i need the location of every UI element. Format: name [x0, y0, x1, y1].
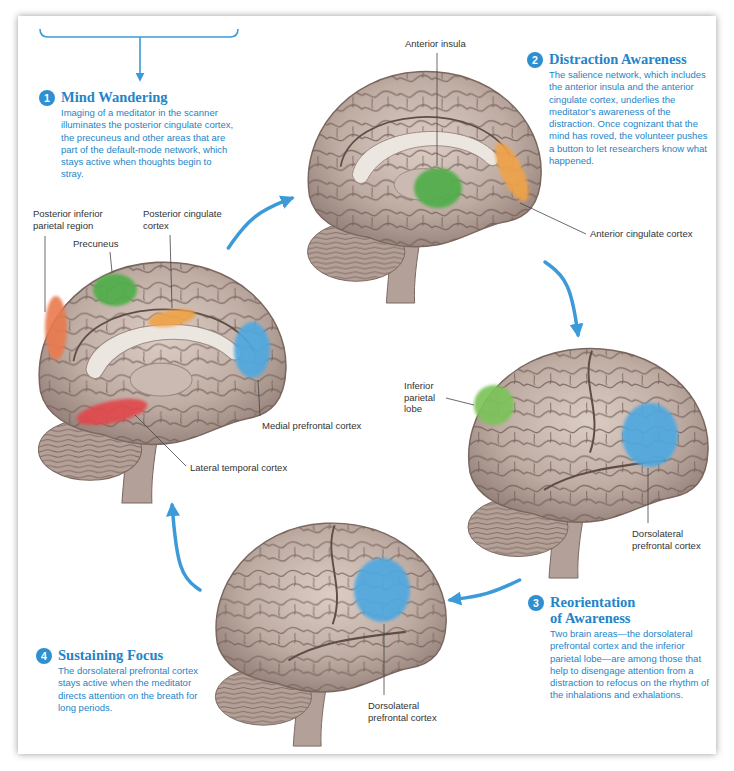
region-label: Anterior insula — [405, 38, 495, 50]
step-caption: Sustaining FocusThe dorsolateral prefron… — [36, 647, 208, 714]
label-holder: Posterior inferior parietal region — [33, 208, 119, 231]
step-caption: Distraction AwarenessThe salience networ… — [527, 51, 714, 167]
leader-line — [384, 624, 385, 695]
brain-figure: Inferior parietal lobeDorsolateral prefr… — [452, 335, 712, 580]
precuneus-area — [93, 274, 137, 306]
callout-number-circle: 1 — [39, 90, 55, 106]
brain-figure: Anterior insulaAnterior cingulate cortex — [292, 58, 545, 305]
cycle-arrow — [172, 505, 200, 590]
cycle-arrow — [450, 580, 520, 600]
entry-arrow — [139, 37, 141, 80]
callout-number-circle: 4 — [36, 648, 52, 664]
medial-prefrontal-area — [234, 322, 270, 378]
bracket-line — [40, 29, 238, 37]
leader-line — [446, 398, 474, 405]
label-holder: Posterior cingulate cortex — [143, 208, 227, 231]
leader-line — [135, 415, 186, 466]
callout-number: 4 — [41, 648, 47, 664]
leader-line — [648, 468, 649, 523]
region-label: Medial prefrontal cortex — [262, 420, 382, 432]
region-label: Lateral temporal cortex — [190, 462, 315, 474]
dorsolateral-prefrontal-area — [354, 558, 410, 622]
callout-number-circle: 2 — [527, 52, 543, 68]
label-holder: Medial prefrontal cortex — [262, 420, 382, 432]
callout-number: 1 — [44, 90, 50, 106]
callout-number: 2 — [532, 52, 538, 68]
posterior-cingulate-area — [147, 306, 197, 330]
cycle-arrow — [545, 262, 578, 335]
step-caption: Reorientation of AwarenessTwo brain area… — [528, 594, 712, 702]
label-holder: Dorsolateral prefrontal cortex — [368, 700, 452, 723]
label-holder: Dorsolateral prefrontal cortex — [632, 528, 714, 551]
brain-figure: Posterior inferior parietal regionPoster… — [22, 248, 290, 505]
step-caption: Mind WanderingImaging of a meditator in … — [39, 89, 236, 181]
brain-two — [308, 53, 586, 303]
region-label: Dorsolateral prefrontal cortex — [368, 700, 452, 723]
callout-number-circle: 3 — [528, 595, 544, 611]
label-holder: Lateral temporal cortex — [190, 462, 315, 474]
callout-number: 3 — [533, 595, 539, 611]
medial-brain — [308, 72, 542, 303]
leader-line — [45, 236, 46, 312]
step-heading: Sustaining Focus — [58, 647, 208, 663]
step-heading: Mind Wandering — [61, 89, 236, 105]
step-heading: Reorientation of Awareness — [550, 594, 645, 626]
region-label: Anterior cingulate cortex — [590, 228, 714, 240]
step-description: The salience network, which includes the… — [549, 69, 711, 167]
region-label: Posterior inferior parietal region — [33, 208, 119, 231]
entry-bracket — [40, 29, 238, 80]
region-label: Dorsolateral prefrontal cortex — [632, 528, 714, 551]
region-label: Precuneus — [73, 238, 133, 250]
brain-figure: Dorsolateral prefrontal cortex — [200, 510, 450, 748]
leader-line — [520, 203, 586, 234]
posterior-inferior-parietal-area — [45, 296, 67, 360]
step-heading: Distraction Awareness — [549, 51, 714, 67]
dorsolateral-prefrontal-area — [622, 403, 678, 467]
leader-line — [437, 53, 438, 166]
step-description: The dorsolateral prefrontal cortex stays… — [58, 665, 208, 714]
label-holder: Inferior parietal lobe — [404, 380, 444, 415]
label-holder: Anterior cingulate cortex — [590, 228, 714, 240]
leader-line — [170, 235, 172, 308]
region-label: Inferior parietal lobe — [404, 380, 444, 415]
cycle-arrow — [228, 198, 292, 248]
label-holder: Precuneus — [73, 238, 133, 250]
anterior-insula-area — [414, 168, 462, 208]
region-label: Posterior cingulate cortex — [143, 208, 227, 231]
anterior-cingulate-area — [489, 138, 536, 205]
cycle-arrows — [172, 198, 578, 600]
step-description: Imaging of a meditator in the scanner il… — [61, 107, 236, 181]
label-holder: Anterior insula — [405, 38, 495, 50]
leader-line — [258, 380, 260, 416]
lateral-temporal-area — [74, 394, 149, 430]
leader-line — [110, 252, 112, 272]
step-description: Two brain areas—the dorsolateral prefron… — [550, 628, 712, 702]
inferior-parietal-area — [474, 385, 514, 425]
